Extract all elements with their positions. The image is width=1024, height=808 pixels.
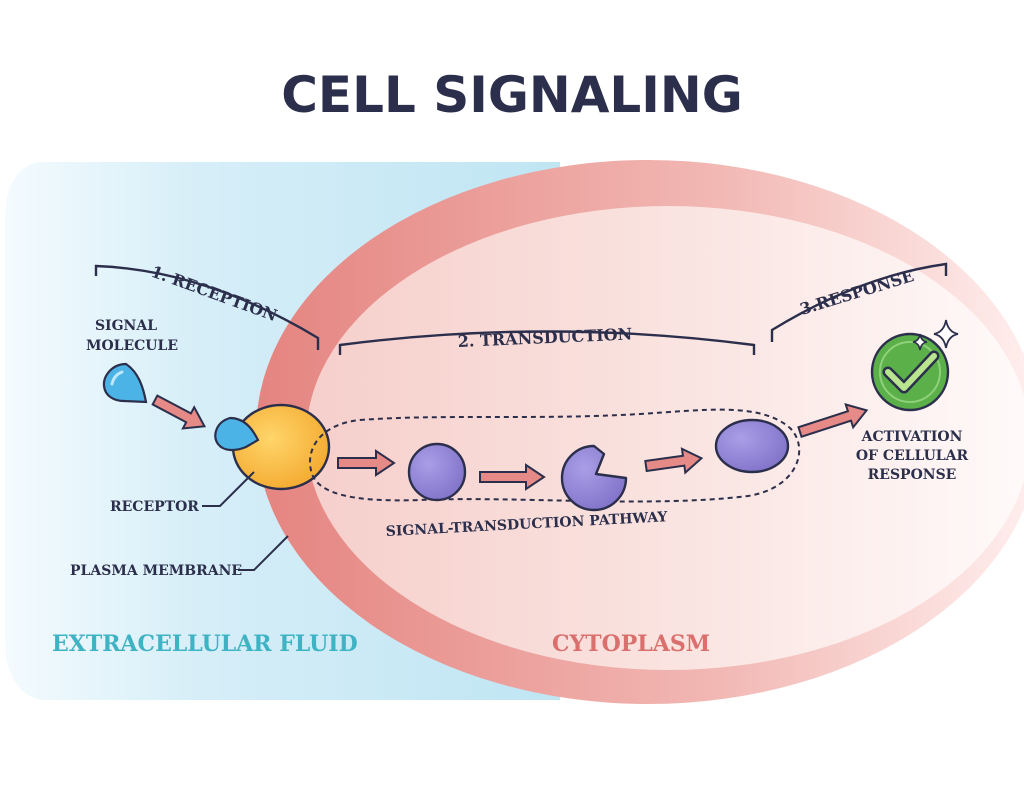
- reception-bracket: [94, 264, 320, 350]
- receptor-bound-signal: [214, 416, 260, 452]
- arrow-receptor-to-protein1: [337, 449, 396, 477]
- relay-protein-1: [407, 442, 467, 502]
- signal-molecule: [102, 362, 148, 404]
- activation-label-line2: OF CELLULAR: [856, 448, 969, 464]
- signal-molecule-label-line2: MOLECULE: [86, 338, 178, 354]
- signal-molecule-label-line1: SIGNAL: [95, 318, 157, 334]
- transduction-bracket: [338, 330, 756, 355]
- receptor-leader-line: [202, 471, 255, 507]
- sparkle-icon-large: [933, 319, 959, 349]
- activation-label-line1: ACTIVATION: [861, 429, 963, 445]
- receptor-label: RECEPTOR: [110, 499, 199, 515]
- activation-label-line3: RESPONSE: [868, 467, 957, 483]
- arrow-protein2-to-protein3: [644, 447, 704, 475]
- signal-molecule-highlight: [110, 370, 124, 386]
- arrow-signal-to-receptor: [151, 394, 207, 430]
- sparkle-icon-small: [912, 333, 928, 351]
- relay-protein-2: [560, 444, 628, 512]
- diagram-title: CELL SIGNALING: [281, 66, 743, 124]
- cytoplasm-label: CYTOPLASM: [552, 631, 710, 657]
- cytoplasm-region: [306, 206, 1024, 670]
- pathway-boundary: [309, 408, 801, 503]
- extracellular-fluid-label: EXTRACELLULAR FLUID: [52, 631, 358, 657]
- relay-protein-3: [714, 418, 790, 474]
- check-circle-icon: [870, 332, 950, 412]
- arrow-to-response: [797, 403, 869, 439]
- arrow-protein1-to-protein2: [479, 463, 546, 491]
- plasma-membrane-leader-line: [238, 535, 289, 571]
- plasma-membrane-label: PLASMA MEMBRANE: [70, 563, 242, 579]
- response-bracket: [770, 262, 948, 342]
